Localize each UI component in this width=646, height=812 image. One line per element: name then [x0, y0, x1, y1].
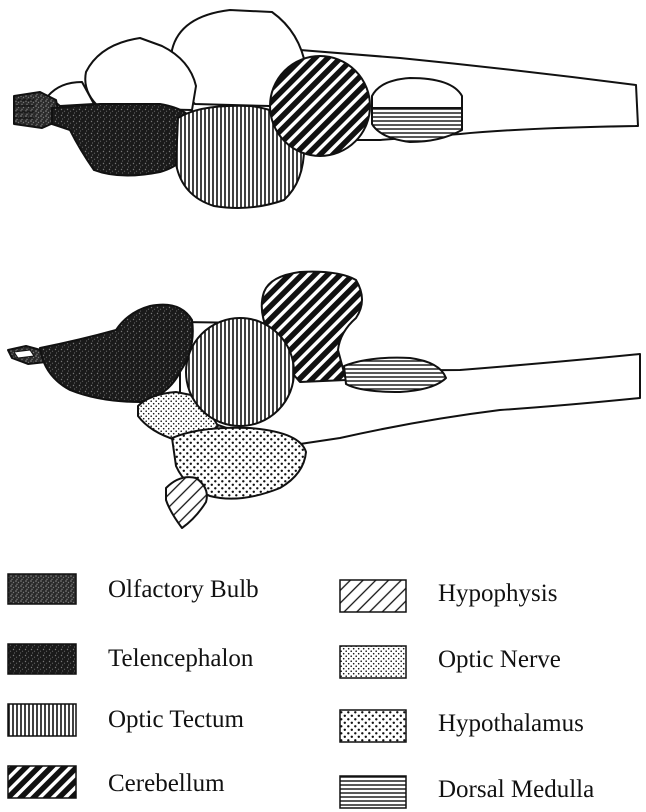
lateral-medulla	[344, 358, 446, 392]
lateral-telencephalon	[40, 305, 193, 402]
swatch-olfactory-bulb	[8, 574, 76, 604]
swatch-telencephalon	[8, 644, 76, 674]
lateral-olfactory-highlight	[14, 350, 34, 358]
legend-label-telencephalon: Telencephalon	[108, 645, 253, 673]
swatch-dorsal-medulla	[340, 776, 406, 808]
swatch-cerebellum	[8, 766, 76, 798]
legend-label-hypophysis: Hypophysis	[438, 580, 557, 608]
lateral-hypophysis	[166, 477, 207, 528]
lateral-view	[8, 272, 640, 528]
swatch-optic-tectum	[8, 704, 76, 736]
legend-label-cerebellum: Cerebellum	[108, 770, 225, 798]
swatch-hypothalamus	[340, 710, 406, 742]
legend-label-olfactory-bulb: Olfactory Bulb	[108, 576, 259, 604]
dorsal-view	[14, 10, 638, 208]
swatch-optic-nerve	[340, 646, 406, 678]
legend-label-dorsal-medulla: Dorsal Medulla	[438, 776, 594, 804]
dorsal-cerebellum	[270, 56, 370, 156]
dorsal-telencephalon	[52, 104, 196, 176]
legend-label-optic-tectum: Optic Tectum	[108, 706, 244, 734]
swatch-hypophysis	[340, 580, 406, 612]
lateral-optic-tectum	[186, 318, 294, 426]
legend-label-hypothalamus: Hypothalamus	[438, 710, 584, 738]
legend-label-optic-nerve: Optic Nerve	[438, 646, 561, 674]
